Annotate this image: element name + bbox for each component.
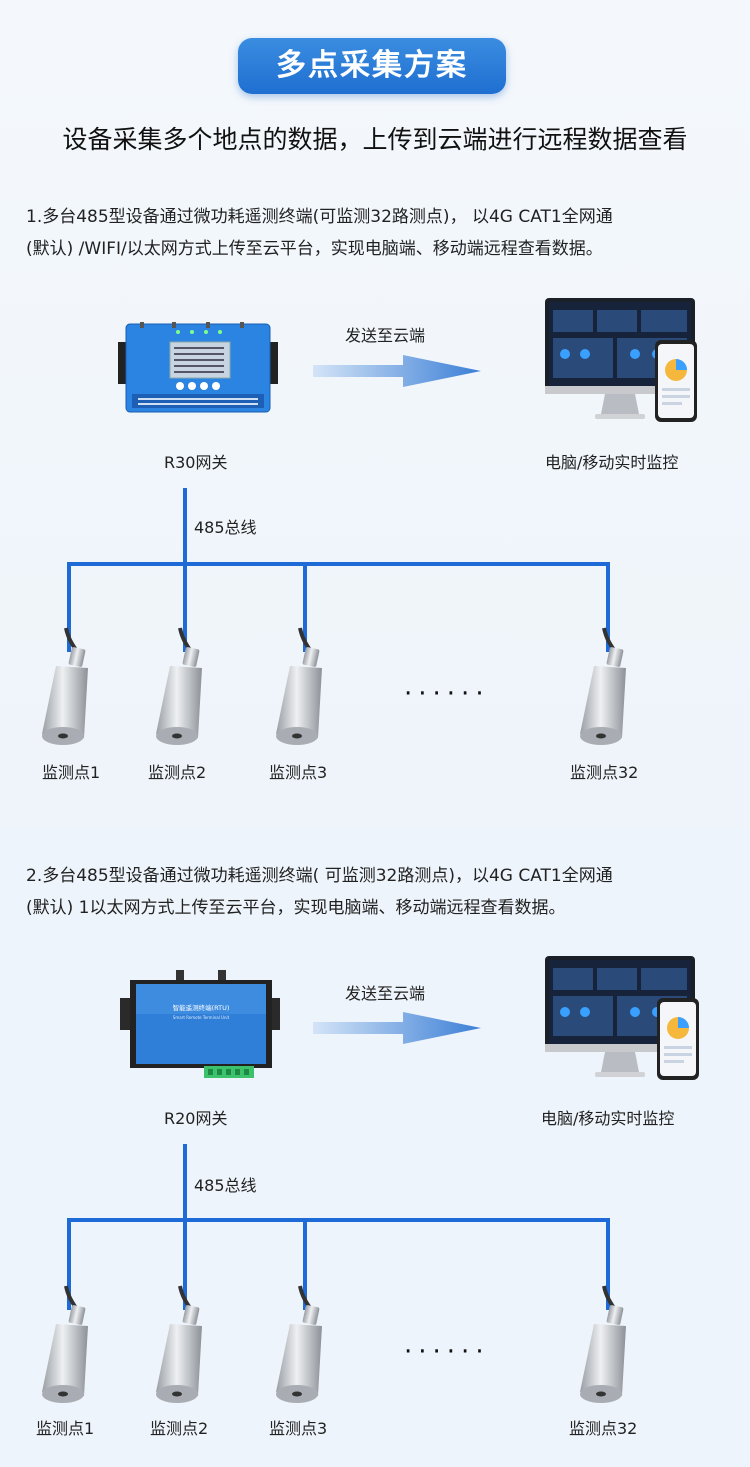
scheme2-desc-line2: (默认) 1以太网方式上传至云平台，实现电脑端、移动端远程查看数据。 [26,898,566,918]
bus-drop-3 [303,562,307,652]
bus-horizontal-line [67,562,610,566]
send-to-cloud-label: 发送至云端 [345,984,426,1003]
r20-gateway-icon: 智能遥测终端(RTU) Smart Remote Terminal Unit [120,970,280,1078]
smartphone-icon [657,998,699,1080]
scheme1-desc-line2: (默认) /WIFI/以太网方式上传至云平台，实现电脑端、移动端远程查看数据。 [26,239,603,259]
smartphone-icon [655,340,697,422]
gateway-label: R30网关 [164,453,228,472]
point-label-32: 监测点32 [570,763,639,782]
point-label-3: 监测点3 [269,1419,328,1438]
point-label-1: 监测点1 [42,763,101,782]
page-subtitle: 设备采集多个地点的数据，上传到云端进行远程数据查看 [62,125,688,154]
scheme1-description: 1.多台485型设备通过微功耗遥测终端(可监测32路测点)， 以4G CAT1全… [26,201,726,265]
monitor-label: 电脑/移动实时监控 [541,1109,675,1128]
bus-label: 485总线 [194,1176,257,1195]
page-title: 多点采集方案 [238,38,506,94]
bus-trunk-line [183,1144,187,1220]
bus-drop-3 [303,1218,307,1310]
ellipsis: ······ [404,1337,490,1367]
scheme2-section: 2.多台485型设备通过微功耗遥测终端( 可监测32路测点)，以4G CAT1全… [0,828,750,1467]
scheme1-section: 多点采集方案 设备采集多个地点的数据，上传到云端进行远程数据查看 1.多台485… [0,0,750,828]
monitor-label: 电脑/移动实时监控 [545,453,679,472]
bus-drop-32 [606,1218,610,1310]
bus-drop-32 [606,562,610,652]
sensor-icon [580,627,626,745]
arrow-right-icon [313,355,481,387]
device-title: 智能遥测终端(RTU) [173,1003,230,1012]
bus-drop-1 [67,1218,71,1310]
point-label-2: 监测点2 [150,1419,209,1438]
point-label-1: 监测点1 [36,1419,95,1438]
point-label-2: 监测点2 [148,763,207,782]
bus-trunk-line [183,488,187,566]
bus-label: 485总线 [194,518,257,537]
sensor-icon [276,1285,322,1403]
sensor-icon [42,627,88,745]
sensor-icon [42,1285,88,1403]
sensor-icon [156,1285,202,1403]
sensor-icon [580,1285,626,1403]
computer-monitor-icon [545,956,695,1077]
device-subtitle: Smart Remote Terminal Unit [173,1015,230,1020]
ellipsis: ······ [404,679,490,709]
scheme2-desc-line1: 2.多台485型设备通过微功耗遥测终端( 可监测32路测点)，以4G CAT1全… [26,866,613,886]
sensor-icon [276,627,322,745]
scheme2-description: 2.多台485型设备通过微功耗遥测终端( 可监测32路测点)，以4G CAT1全… [26,860,726,924]
scheme1-desc-line1: 1.多台485型设备通过微功耗遥测终端(可监测32路测点)， 以4G CAT1全… [26,207,613,227]
arrow-right-icon [313,1012,481,1044]
bus-drop-1 [67,562,71,652]
send-to-cloud-label: 发送至云端 [345,326,426,345]
computer-monitor-icon [545,298,695,419]
r30-gateway-icon [118,322,278,413]
gateway-label: R20网关 [164,1109,228,1128]
sensor-icon [156,627,202,745]
bus-drop-2 [183,562,187,652]
bus-horizontal-line [67,1218,610,1222]
bus-drop-2 [183,1218,187,1310]
point-label-3: 监测点3 [269,763,328,782]
point-label-32: 监测点32 [569,1419,638,1438]
